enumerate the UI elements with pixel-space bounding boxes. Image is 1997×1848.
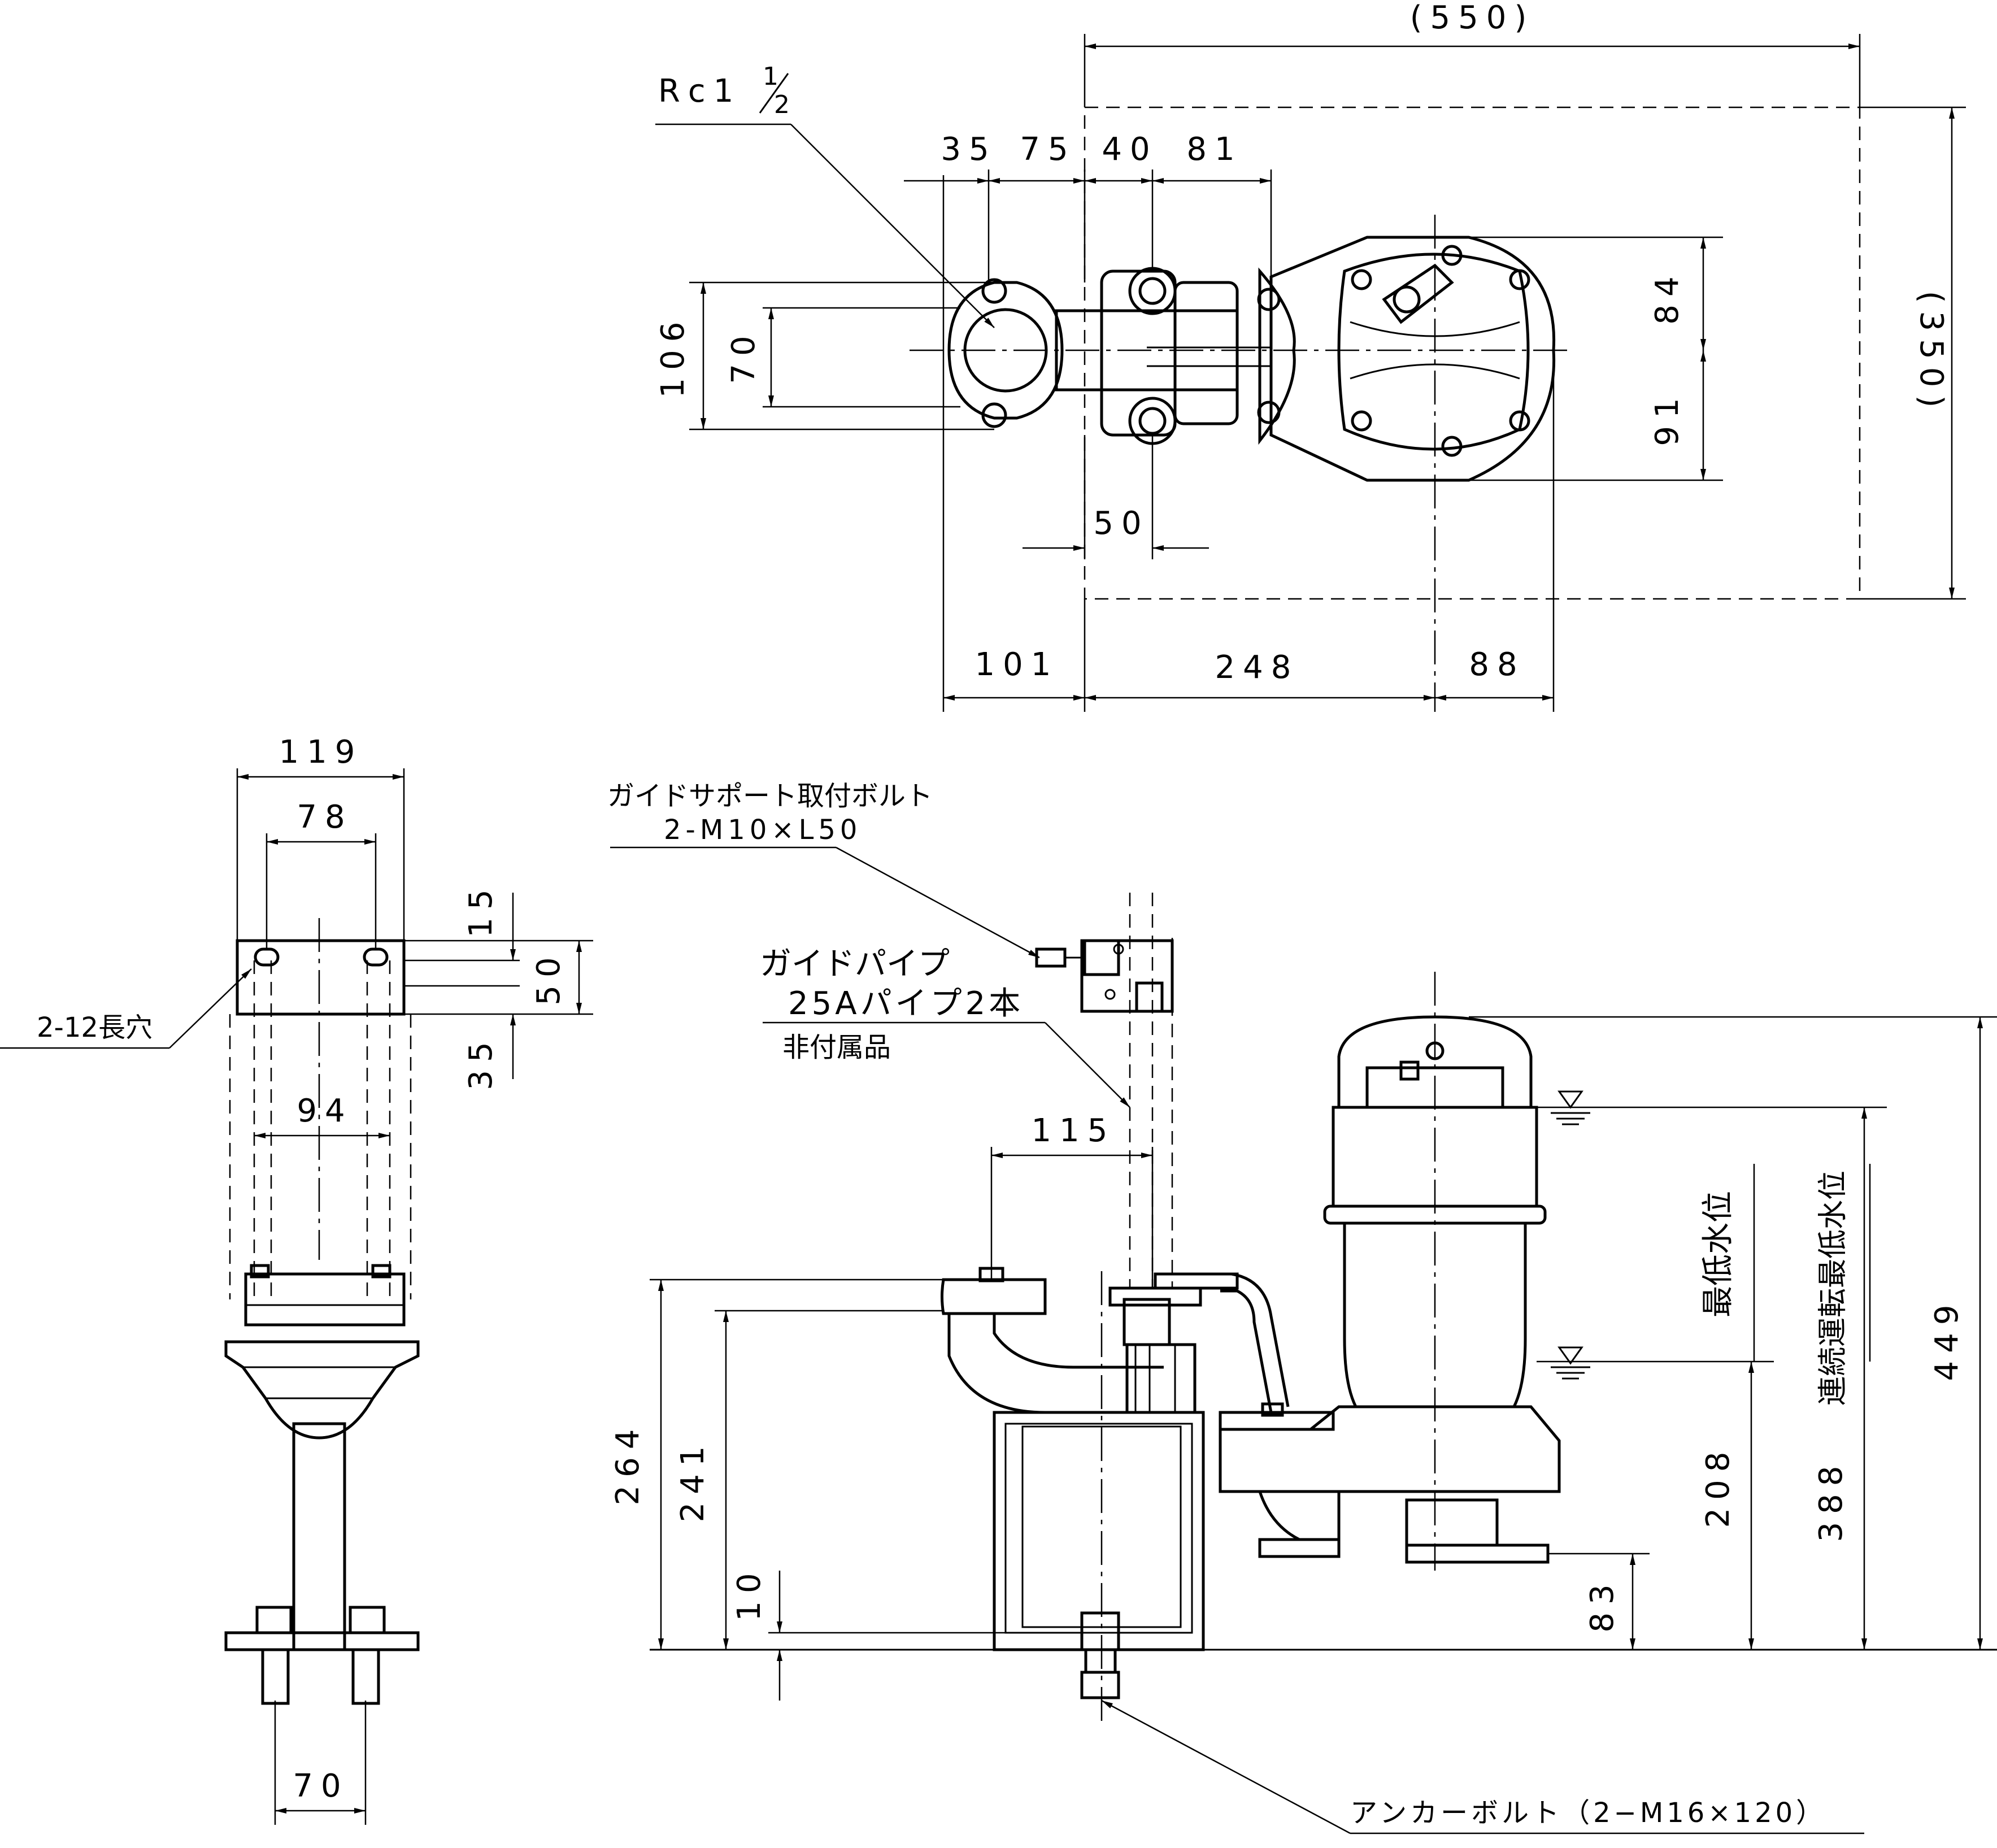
dim-550-label: (550) bbox=[1410, 0, 1535, 36]
front-view: ガイドサポート取付ボルト 2-M10×L50 ガイドパイプ 25Aパイプ2本 非… bbox=[607, 780, 1997, 1834]
dim-101-label: 101 bbox=[975, 646, 1059, 683]
plan-view: (550) (350) 35 75 40 81 Rc1 1 2 bbox=[655, 0, 1966, 712]
dim-106-label: 106 bbox=[655, 314, 691, 398]
guide-support-bolt-label: ガイドサポート取付ボルト bbox=[607, 780, 933, 812]
dim-70-label: 70 bbox=[725, 328, 762, 384]
dim-15-label: 15 bbox=[463, 881, 499, 937]
dim-40-label: 40 bbox=[1102, 131, 1158, 168]
dim-119-label: 119 bbox=[279, 734, 363, 771]
dim-70-side-label: 70 bbox=[293, 1768, 349, 1804]
anchor-bolt-label: アンカーボルト（2−M16×120） bbox=[1350, 1797, 1826, 1829]
guide-pipe-spec: 25Aパイプ2本 bbox=[788, 985, 1024, 1022]
discharge-elbow bbox=[941, 1267, 1205, 1723]
side-base-body bbox=[224, 1264, 420, 1705]
guide-pipe-label: ガイドパイプ bbox=[760, 946, 950, 982]
water-level-marker-low bbox=[1551, 1346, 1590, 1380]
dim-35-side-label: 35 bbox=[463, 1034, 499, 1090]
side-view: 119 78 94 15 50 35 2-12長穴 70 bbox=[0, 734, 593, 1825]
dim-78-label: 78 bbox=[297, 799, 353, 836]
pipe-thread-prefix: Rc1 bbox=[658, 73, 741, 110]
lowest-water-level-label: 最低水位 bbox=[1700, 1191, 1737, 1317]
dim-10-label: 10 bbox=[731, 1565, 768, 1621]
dim-84-label: 84 bbox=[1649, 268, 1686, 324]
plan-envelope-outline bbox=[1084, 106, 1861, 600]
dim-264-label: 264 bbox=[610, 1421, 646, 1506]
pipe-thread-fraction-num: 1 bbox=[763, 62, 778, 91]
dim-83-label: 83 bbox=[1584, 1576, 1621, 1632]
dim-35-label: 35 bbox=[941, 131, 997, 168]
pipe-thread-callout: Rc1 1 2 bbox=[655, 62, 995, 328]
guide-pipe-note: 非付属品 bbox=[782, 1032, 891, 1063]
plan-pipe-body bbox=[1055, 267, 1271, 445]
pipe-thread-fraction-den: 2 bbox=[774, 90, 790, 119]
dim-241-label: 241 bbox=[675, 1438, 711, 1523]
guide-support-block bbox=[236, 939, 406, 1016]
pump-body-front bbox=[1219, 972, 1561, 1571]
dim-50-side-label: 50 bbox=[530, 949, 567, 1005]
dim-88-label: 88 bbox=[1469, 646, 1525, 683]
slot-note-label: 2-12長穴 bbox=[37, 1012, 153, 1043]
pump-casing-plan bbox=[1257, 236, 1556, 482]
guide-support-bracket bbox=[1035, 939, 1174, 1013]
dim-208-label: 208 bbox=[1700, 1444, 1737, 1528]
dim-115-label: 115 bbox=[1032, 1112, 1116, 1149]
dim-81-label: 81 bbox=[1186, 131, 1242, 168]
dim-94-label: 94 bbox=[297, 1093, 353, 1129]
discharge-flange bbox=[947, 278, 1064, 428]
dim-350-label: (350) bbox=[1913, 291, 1950, 416]
dim-248-label: 248 bbox=[1215, 649, 1299, 686]
continuous-lowest-water-level-label: 連続運転最低水位 bbox=[1816, 1171, 1850, 1406]
guide-rail-assembly bbox=[1108, 1272, 1335, 1431]
guide-support-bolt-spec: 2-M10×L50 bbox=[664, 814, 862, 846]
dim-91-label: 91 bbox=[1649, 390, 1686, 446]
water-level-marker-top bbox=[1551, 1090, 1590, 1125]
dim-449-label: 449 bbox=[1929, 1297, 1965, 1381]
dim-388-label: 388 bbox=[1813, 1458, 1850, 1542]
dim-75-label: 75 bbox=[1020, 131, 1076, 168]
dim-50-plan-label: 50 bbox=[1093, 505, 1149, 542]
